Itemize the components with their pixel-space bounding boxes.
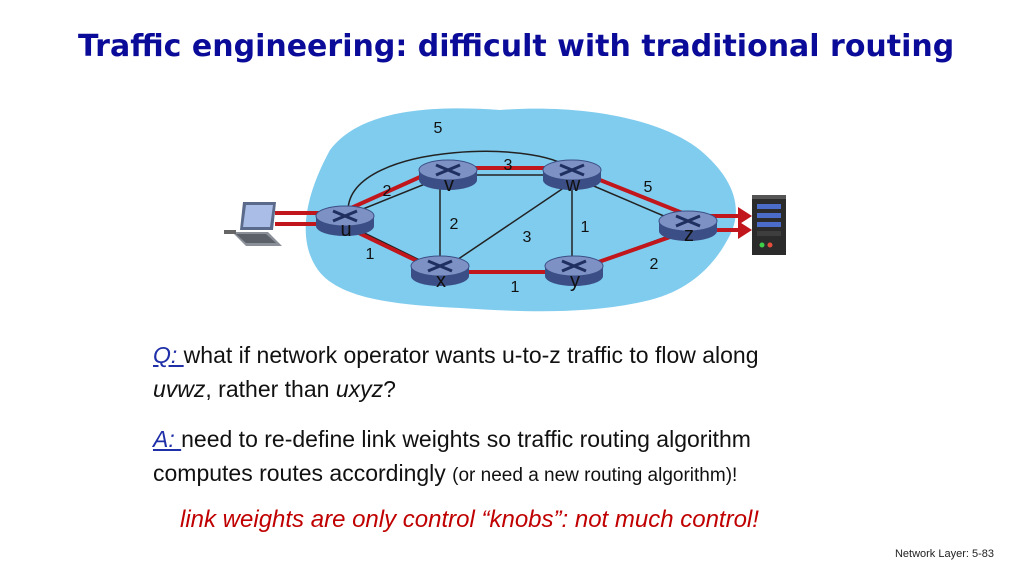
answer-key: A: bbox=[153, 426, 182, 452]
router-y bbox=[544, 255, 604, 286]
arrow-head-lower bbox=[738, 221, 752, 239]
node-label-y: y bbox=[570, 270, 580, 292]
answer-text-small: (or need a new routing algorithm)! bbox=[452, 465, 738, 486]
weight-u-v: 2 bbox=[383, 183, 392, 200]
node-label-x: x bbox=[436, 270, 446, 292]
node-label-v: v bbox=[444, 174, 454, 196]
link-x-w bbox=[444, 184, 569, 269]
server-icon bbox=[752, 195, 786, 255]
question-path-1: uvwz bbox=[153, 376, 206, 402]
slide-footer: Network Layer: 5-83 bbox=[894, 548, 994, 560]
node-label-w: w bbox=[565, 174, 581, 196]
emphasis-note: link weights are only control “knobs”: n… bbox=[180, 506, 759, 533]
laptop-icon bbox=[224, 202, 282, 246]
answer-line-2: computes routes accordingly (or need a n… bbox=[153, 456, 737, 493]
weight-w-y: 1 bbox=[581, 219, 590, 236]
node-label-z: z bbox=[684, 224, 694, 246]
weight-u-x: 1 bbox=[366, 246, 375, 263]
router-v bbox=[418, 159, 478, 190]
answer-text-1: need to re-define link weights so traffi… bbox=[181, 426, 751, 452]
slide-title: Traffic engineering: difficult with trad… bbox=[78, 29, 955, 64]
question-line-2: uvwz, rather than uxyz? bbox=[153, 372, 396, 406]
weight-y-z: 2 bbox=[650, 256, 659, 273]
question-text-2: , rather than bbox=[205, 376, 336, 402]
weight-v-w: 3 bbox=[504, 157, 513, 174]
question-line-1: Q: what if network operator wants u-to-z… bbox=[153, 338, 759, 372]
router-w bbox=[542, 159, 602, 190]
weight-v-x: 2 bbox=[450, 216, 459, 233]
weight-x-w: 3 bbox=[523, 229, 532, 246]
question-path-2: uxyz bbox=[335, 376, 384, 402]
answer-line-1: A: need to re-define link weights so tra… bbox=[153, 422, 751, 456]
node-label-u: u bbox=[340, 219, 351, 241]
question-key: Q: bbox=[153, 342, 184, 368]
question-text-1: what if network operator wants u-to-z tr… bbox=[183, 342, 759, 368]
arrow-head-upper bbox=[738, 207, 752, 225]
question-text-3: ? bbox=[383, 376, 396, 402]
router-z bbox=[658, 210, 718, 241]
weight-w-z: 5 bbox=[644, 179, 653, 196]
answer-text-2: computes routes accordingly bbox=[153, 460, 453, 486]
weight-u-w: 5 bbox=[434, 120, 443, 137]
weight-x-y: 1 bbox=[511, 279, 520, 296]
router-u bbox=[315, 205, 375, 236]
router-x bbox=[410, 255, 470, 286]
